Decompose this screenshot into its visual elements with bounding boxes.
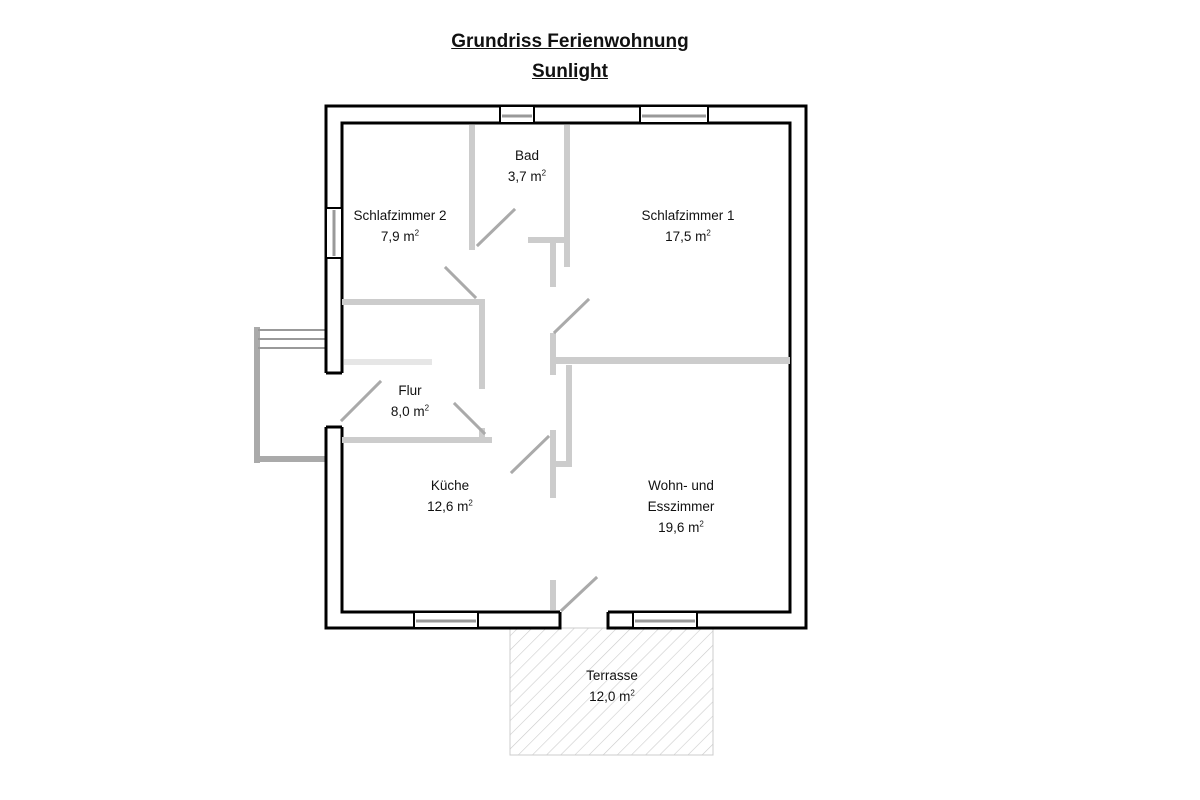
inner-walls (342, 125, 790, 610)
room-name-line2: Esszimmer (647, 499, 715, 514)
doors (339, 207, 599, 613)
door-entrance (339, 379, 383, 423)
plan-title: Grundriss Ferienwohnung (451, 31, 689, 52)
room-name-line1: Wohn- und (648, 478, 714, 493)
window-kueche (413, 611, 479, 629)
room-label-kueche: Küche 12,6 m2 (410, 475, 490, 517)
room-area: 12,6 m2 (427, 498, 473, 514)
room-area: 7,9 m2 (380, 228, 420, 244)
room-name: Küche (430, 478, 470, 493)
windows (325, 105, 709, 629)
door-terrasse (559, 575, 599, 613)
terrace-area (509, 627, 714, 756)
window-schlafzimmer1 (639, 105, 709, 124)
window-schlafzimmer2 (325, 207, 343, 259)
window-wohnzimmer (632, 611, 698, 629)
room-name: Schlafzimmer 2 (353, 208, 447, 223)
room-name: Flur (398, 383, 422, 398)
room-area: 12,0 m2 (589, 688, 635, 704)
door-flur-bottom (452, 401, 487, 436)
door-bad (475, 207, 517, 248)
room-label-wohnzimmer: Wohn- und Esszimmer 19,6 m2 (620, 475, 742, 538)
room-area: 8,0 m2 (390, 403, 430, 419)
room-label-schlafzimmer1: Schlafzimmer 1 17,5 m2 (613, 205, 763, 247)
room-label-bad: Bad 3,7 m2 (497, 145, 557, 187)
partition-wall (344, 359, 432, 365)
room-name: Bad (514, 148, 540, 163)
room-area: 3,7 m2 (507, 168, 547, 184)
door-kueche (509, 434, 551, 475)
room-label-terrasse: Terrasse 12,0 m2 (567, 665, 657, 707)
plan-subtitle: Sunlight (532, 61, 608, 82)
window-bad (499, 105, 535, 124)
room-label-flur: Flur 8,0 m2 (370, 380, 450, 422)
door-schlafzimmer1 (552, 297, 591, 335)
balcony-railing (254, 327, 326, 463)
room-area: 19,6 m2 (658, 519, 704, 535)
door-schlafzimmer2 (443, 265, 478, 300)
room-area: 17,5 m2 (665, 228, 711, 244)
room-name: Terrasse (586, 668, 638, 683)
room-name: Schlafzimmer 1 (641, 208, 735, 223)
room-label-schlafzimmer2: Schlafzimmer 2 7,9 m2 (336, 205, 464, 247)
